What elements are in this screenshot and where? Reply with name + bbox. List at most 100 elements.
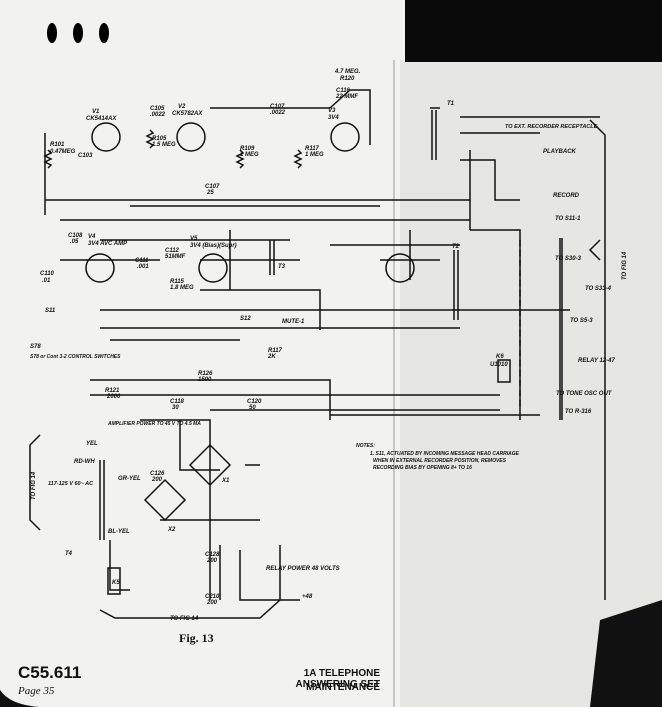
- figure-caption: Fig. 13: [179, 631, 214, 645]
- label-yel: YEL: [86, 441, 98, 447]
- tube-v1: [91, 122, 121, 152]
- label-bl-yel: BL-YEL: [108, 529, 130, 535]
- label-s11: S11: [45, 308, 56, 314]
- label-c128: C128: [205, 552, 220, 558]
- tube-v6: [385, 253, 415, 283]
- label-ext-recorder: TO EXT. RECORDER RECEPTACLE: [505, 124, 598, 130]
- foldout-sheet: [400, 60, 662, 707]
- label-c108: C108: [68, 233, 83, 239]
- dark-scan-border: [405, 0, 662, 62]
- label-s78-desc: S78 or Cont 3-2 CONTROL SWITCHES: [30, 354, 121, 360]
- notes-line-2: WHEN IN EXTERNAL RECORDER POSITION, REMO…: [373, 458, 507, 464]
- label-r115-value: 1.8 MEG: [170, 285, 194, 291]
- label-r126-value: 1500: [198, 377, 212, 383]
- transformer-t1: [431, 110, 437, 160]
- tube-v5: [198, 253, 228, 283]
- relay-k5: [107, 567, 121, 595]
- resistor: [43, 149, 53, 169]
- label-c120-value: 50: [249, 405, 256, 411]
- label-x1: X1: [221, 478, 230, 484]
- label-k6: K6: [496, 354, 504, 360]
- tube-v2: [176, 122, 206, 152]
- label-c210: C210: [205, 594, 220, 600]
- label-r121-value: 2000: [106, 394, 121, 400]
- binder-hole: [99, 23, 109, 43]
- label-record: RECORD: [553, 193, 580, 199]
- tube-v4: [85, 253, 115, 283]
- label-v1-type: CK5414AX: [86, 116, 117, 122]
- label-r109-value: 1 MEG: [240, 152, 259, 158]
- label-to-r316: TO R-316: [565, 409, 592, 415]
- resistor: [145, 129, 155, 149]
- label-r121: R121: [105, 388, 120, 394]
- resistor: [235, 149, 245, 169]
- label-t4: T4: [65, 551, 73, 557]
- bridge-x1: [188, 443, 232, 487]
- tube-v3: [330, 122, 360, 152]
- label-c105: C105: [150, 106, 165, 112]
- label-k6-value: U1010: [490, 362, 508, 368]
- label-ac-in: 117-125 V 60~ AC: [48, 481, 94, 487]
- label-s12: S12: [240, 316, 251, 322]
- document-title: 1A TELEPHONE ANSWERING SET: [295, 668, 380, 690]
- vacuum-tubes: [85, 122, 415, 283]
- label-c111-value: .001: [137, 264, 149, 270]
- label-c108-value: .05: [70, 239, 79, 245]
- label-v2: V2: [178, 104, 186, 110]
- transformer-t4: [99, 460, 105, 540]
- bridge-x2: [143, 478, 187, 522]
- label-c107-value: .0022: [270, 110, 286, 116]
- label-r117b: R117: [268, 348, 283, 354]
- label-c210-value: 200: [206, 600, 218, 606]
- transformer-t2: [453, 250, 459, 320]
- label-to-s5: TO S5-3: [570, 318, 593, 324]
- label-c116: C116: [336, 88, 351, 94]
- label-c118-value: 30: [172, 405, 179, 411]
- label-v5: V5: [190, 236, 198, 242]
- label-r117-value: 1 MEG: [305, 152, 324, 158]
- label-r101-value: 0.47MEG: [50, 149, 76, 155]
- label-k5: K5: [112, 580, 120, 586]
- label-to-s30: TO S30-3: [555, 256, 582, 262]
- label-playback: PLAYBACK: [543, 149, 577, 155]
- label-r117: R117: [305, 146, 320, 152]
- label-c126-value: 200: [151, 477, 163, 483]
- label-c112: C112: [165, 248, 180, 254]
- label-c107: C107: [270, 104, 285, 110]
- label-c110: C110: [40, 271, 55, 277]
- label-v4: V4: [88, 234, 96, 240]
- label-r126: R126: [198, 371, 213, 377]
- label-v3: V3: [328, 108, 336, 114]
- label-x2: X2: [167, 527, 176, 533]
- component-labels: V1 CK5414AX V2 CK5782AX V3 3V4 V4 3V4 AV…: [30, 69, 628, 622]
- label-amp-power: AMPLIFIER POWER TO 45 V TO 4.5 MA: [107, 421, 201, 427]
- transformer-t3: [269, 240, 275, 275]
- label-c107b-value: 25: [206, 190, 214, 196]
- label-c111: C111: [135, 258, 149, 264]
- label-r105: R105: [152, 136, 167, 142]
- label-c118: C118: [170, 399, 185, 405]
- label-c112-value: 51MMF: [165, 254, 186, 260]
- label-c128-value: 200: [206, 558, 218, 564]
- label-c120: C120: [247, 399, 262, 405]
- label-c116-value: 22 MMF: [335, 94, 358, 100]
- label-relay: RELAY 12-47: [578, 358, 615, 364]
- label-r115: R115: [170, 279, 185, 285]
- label-v5-type: 3V4 (Bias)(Supr): [190, 243, 237, 249]
- label-v1: V1: [92, 109, 100, 115]
- dark-scan-corner-left: [0, 690, 40, 707]
- label-v3-type: 3V4: [328, 115, 339, 121]
- notes-heading: NOTES:: [356, 443, 375, 449]
- label-v4-type: 3V4 AVC AMP: [88, 241, 128, 247]
- page-number: Page 35: [18, 685, 55, 697]
- dark-scan-corner: [590, 600, 662, 707]
- label-r109: R109: [240, 146, 255, 152]
- notes-line-3: RECORDING BIAS BY OPENING 8+ TO 16: [373, 465, 472, 471]
- label-s78: S78: [30, 344, 41, 350]
- label-c107b: C107: [205, 184, 220, 190]
- label-r117b-value: 2K: [267, 354, 276, 360]
- label-relay-power: RELAY POWER 48 VOLTS: [266, 566, 340, 572]
- label-tone: TO TONE OSC OUT: [556, 391, 613, 397]
- label-r120: R120: [340, 76, 355, 82]
- label-plus48: +48: [302, 594, 313, 600]
